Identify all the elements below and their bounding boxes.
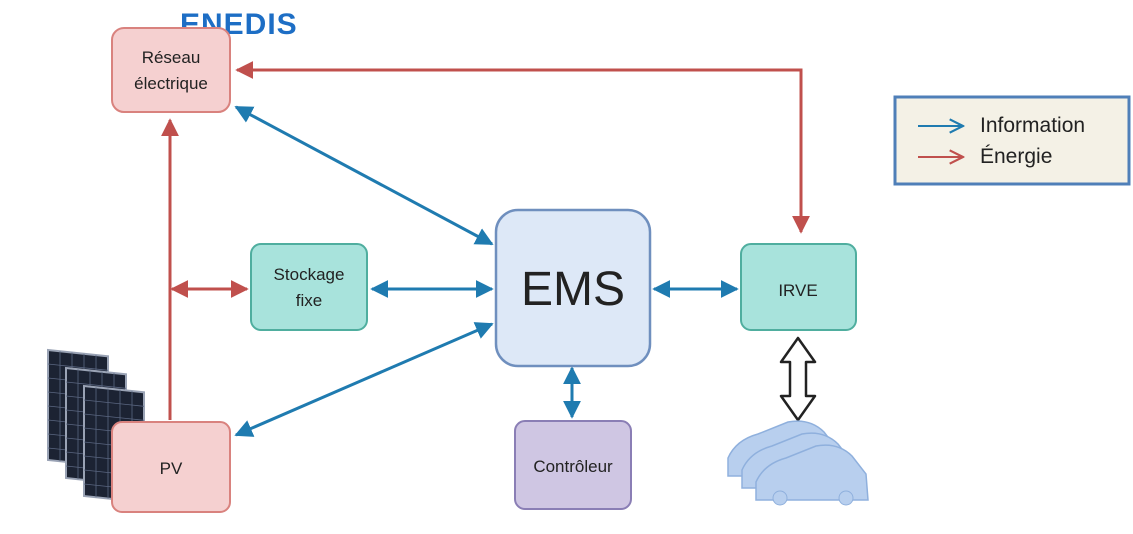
node-irve: IRVE: [740, 243, 857, 331]
double-arrow-irve-car: [779, 336, 817, 422]
legend-label-information: Information: [980, 114, 1085, 137]
legend-item-information: Information: [918, 114, 1085, 137]
legend-label-energie: Énergie: [980, 145, 1052, 168]
arrow-ems-reseau: [234, 105, 494, 246]
reseau-label-line2: électrique: [134, 74, 208, 93]
node-controleur: Contrôleur: [514, 420, 632, 510]
irve-label: IRVE: [778, 281, 817, 300]
stockage-label-line2: fixe: [296, 291, 322, 310]
stockage-label-line1: Stockage: [274, 265, 345, 284]
node-pv: PV: [111, 421, 231, 513]
node-reseau-electrique: Réseau électrique: [111, 27, 231, 113]
ems-label: EMS: [521, 263, 625, 316]
pv-label: PV: [160, 459, 183, 478]
arrow-reseau-irve: [235, 61, 810, 234]
node-ems: EMS: [494, 208, 652, 368]
arrow-ems-pv: [234, 322, 494, 437]
node-stockage-fixe: Stockage fixe: [250, 243, 368, 331]
reseau-label-line1: Réseau: [142, 48, 201, 67]
controleur-label: Contrôleur: [533, 457, 613, 476]
electric-car-icon: [727, 420, 869, 506]
legend-item-energie: Énergie: [918, 145, 1052, 168]
legend: Information Énergie: [893, 95, 1131, 186]
